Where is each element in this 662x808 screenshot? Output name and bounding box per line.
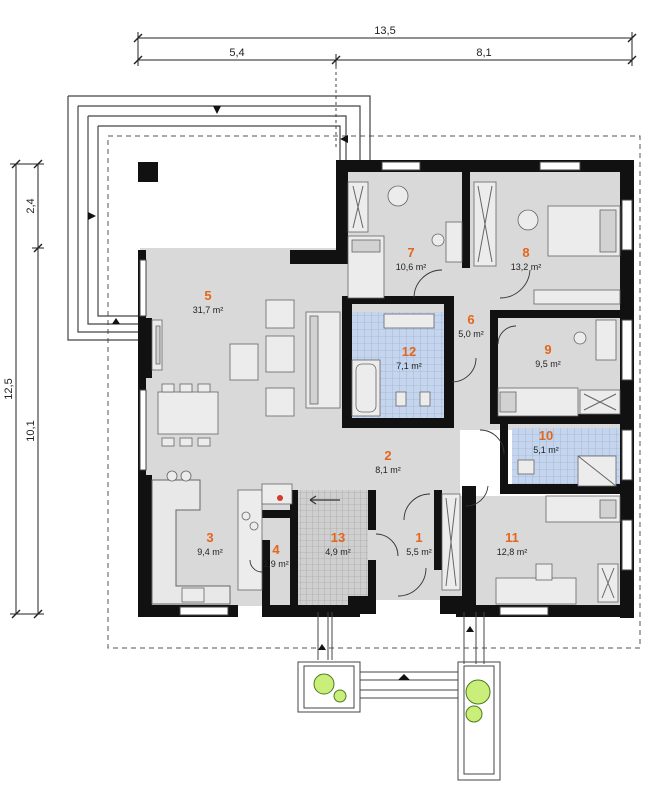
- room-7-number: 7: [407, 245, 414, 260]
- room-6-area: 5,0 m²: [458, 329, 484, 339]
- windows: [139, 161, 633, 616]
- room-9-area: 9,5 m²: [535, 359, 561, 369]
- doors: [249, 269, 531, 597]
- room-5-number: 5: [204, 288, 211, 303]
- room-13-area: 4,9 m²: [325, 547, 351, 557]
- kitchen-furniture: [151, 470, 293, 605]
- bedroom-8-furniture: [473, 181, 621, 305]
- room-12-number: 12: [402, 344, 416, 359]
- room-4-number: 4: [272, 542, 280, 557]
- room-1-number: 1: [415, 530, 422, 545]
- wardrobe: [441, 493, 461, 591]
- dim-top-left: 5,4: [229, 47, 244, 59]
- room-9-number: 9: [544, 342, 551, 357]
- dim-left-top: 2,4: [25, 198, 37, 213]
- bathroom-12-fixtures: [351, 313, 435, 417]
- room-12-area: 7,1 m²: [396, 361, 422, 371]
- dim-top-right: 8,1: [476, 47, 491, 59]
- room-2-area: 8,1 m²: [375, 465, 401, 475]
- room-3-number: 3: [206, 530, 213, 545]
- bedroom-9-furniture: [497, 319, 621, 417]
- room-5-area: 31,7 m²: [193, 305, 224, 315]
- room-10-area: 5,1 m²: [533, 445, 559, 455]
- room-10-number: 10: [539, 428, 553, 443]
- room-7-area: 10,6 m²: [396, 262, 427, 272]
- top-dimensions: [133, 32, 637, 150]
- dim-top-total: 13,5: [374, 25, 395, 37]
- living-room-furniture: [151, 299, 341, 447]
- bedroom-7-furniture: [347, 181, 463, 299]
- dim-left-bottom: 10,1: [25, 420, 37, 441]
- pergola: [67, 95, 371, 341]
- dim-left-total: 12,5: [3, 378, 15, 399]
- room-11-number: 11: [505, 530, 519, 545]
- bedroom-11-furniture: [495, 495, 621, 605]
- left-dimensions: [10, 159, 44, 619]
- room-8-number: 8: [522, 245, 529, 260]
- room-11-area: 12,8 m²: [497, 547, 528, 557]
- bathroom-10-fixtures: [517, 455, 617, 487]
- room-6-number: 6: [467, 312, 474, 327]
- room-8-area: 13,2 m²: [511, 262, 542, 272]
- room-3-area: 9,4 m²: [197, 547, 223, 557]
- room-4-area: 1,9 m²: [263, 559, 289, 569]
- room-2-number: 2: [384, 448, 391, 463]
- room-13-number: 13: [331, 530, 345, 545]
- roof-outline: [107, 135, 641, 649]
- room-1-area: 5,5 m²: [406, 547, 432, 557]
- walkway: [297, 612, 501, 781]
